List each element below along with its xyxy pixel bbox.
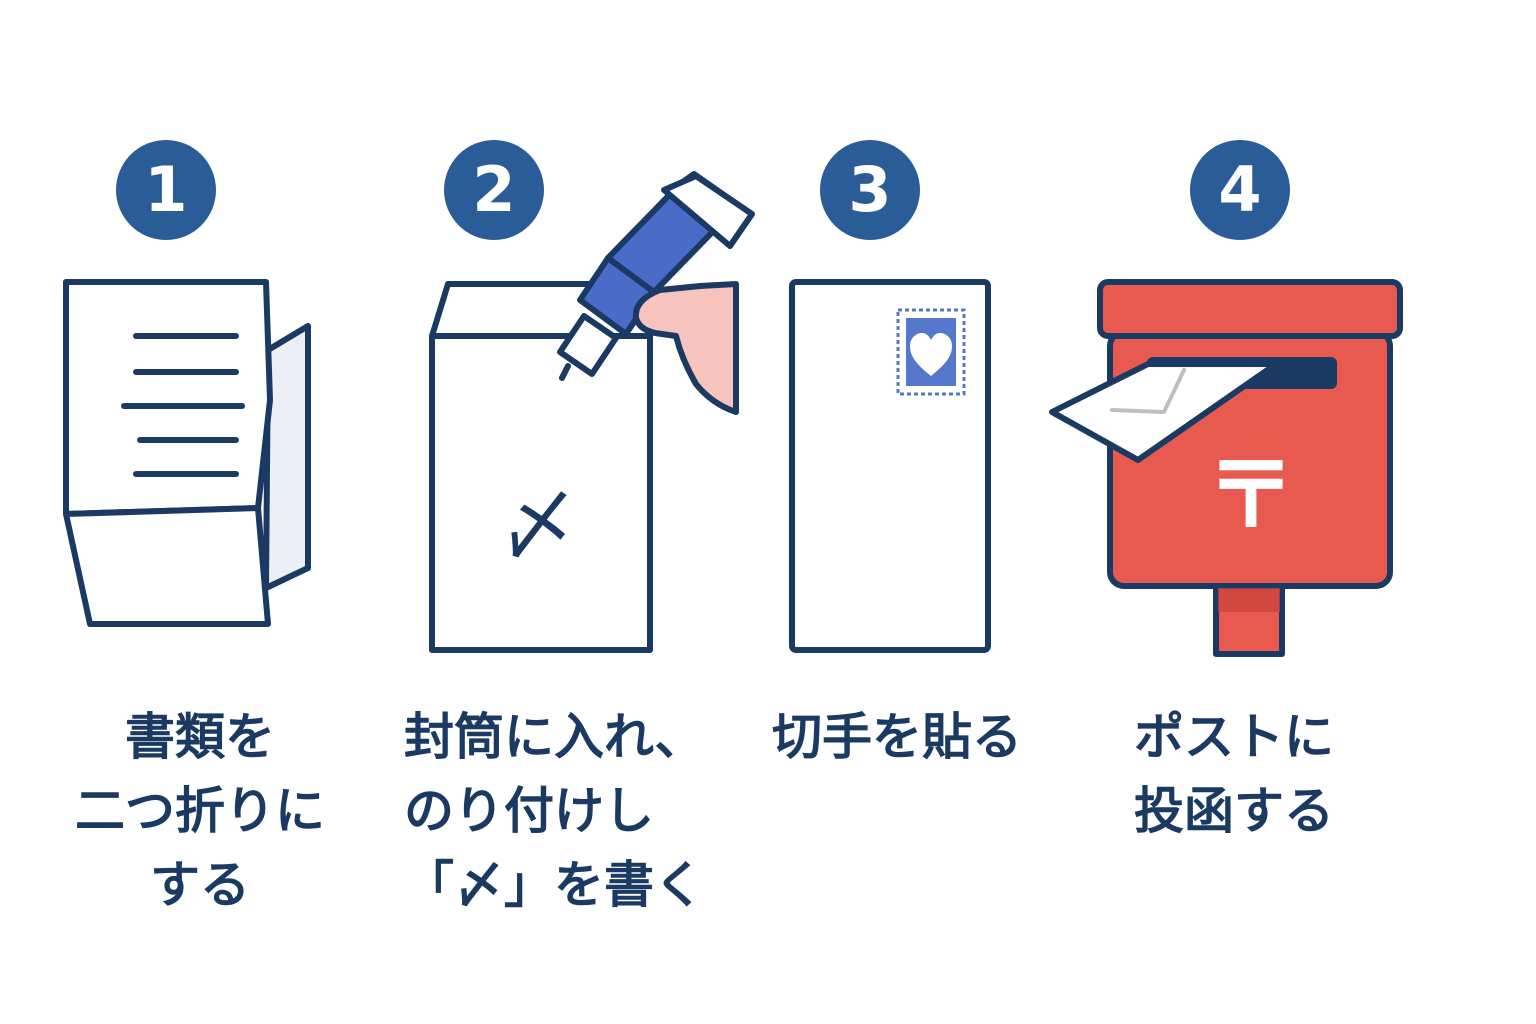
step-1-caption-line: する <box>150 856 250 914</box>
step-2-caption: 封筒に入れ、 のり付けし 「〆」を書く <box>404 700 734 922</box>
step-1-badge: 1 <box>116 140 216 240</box>
heart-icon <box>910 333 952 376</box>
postal-mark: 〒 <box>1206 443 1296 548</box>
step-3-badge: 3 <box>820 140 920 240</box>
step-3-caption: 切手を貼る <box>772 700 1072 774</box>
step-4-caption: ポストに 投函する <box>1134 700 1434 848</box>
step-2-badge: 2 <box>444 140 544 240</box>
step-2-caption-line: 「〆」を書く <box>404 856 704 914</box>
step-2-caption-line: 封筒に入れ、 <box>404 708 705 766</box>
postbox-icon <box>1049 279 1403 657</box>
step-1-caption-line: 二つ折りに <box>75 782 325 840</box>
glue-stick-icon <box>557 171 755 381</box>
step-1-caption-line: 書類を <box>125 708 275 766</box>
step-4-badge: 4 <box>1190 140 1290 240</box>
folded-document-icon <box>63 279 311 627</box>
step-4-caption-line: 投函する <box>1134 782 1334 840</box>
step-1-caption: 書類を 二つ折りに する <box>40 700 360 922</box>
step-3-caption-line: 切手を貼る <box>772 708 1022 766</box>
sealed-envelope-icon <box>429 281 653 653</box>
stamp-icon <box>896 308 966 396</box>
postbox-leg-shadow <box>1218 588 1280 612</box>
step-2-caption-line: のり付けし <box>404 782 654 840</box>
hand-icon <box>632 281 739 415</box>
step-4-caption-line: ポストに <box>1134 708 1334 766</box>
envelope-seal-mark: 〆 <box>499 481 577 571</box>
